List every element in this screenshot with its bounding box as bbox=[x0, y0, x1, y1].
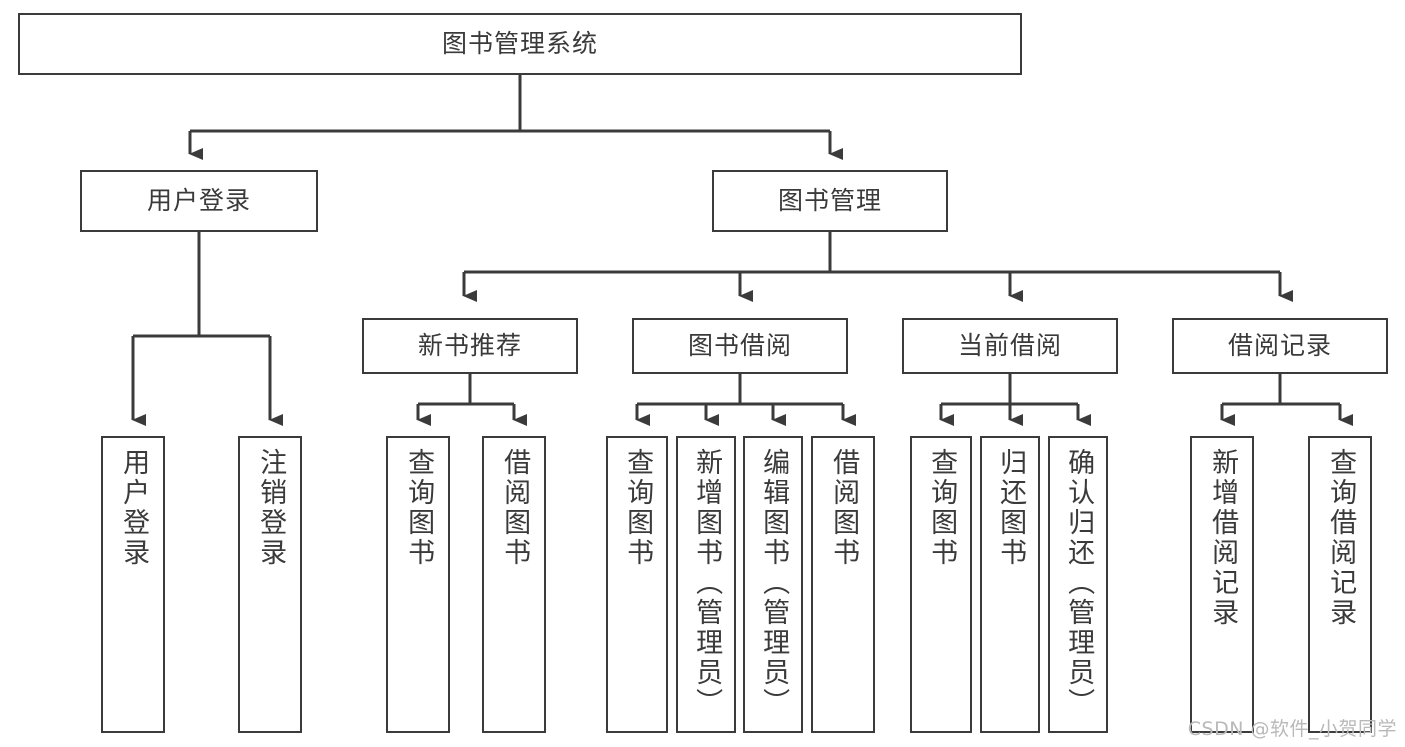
leaf-query-book-borrowing[interactable]: 查询图书 bbox=[606, 436, 668, 733]
node-root-book-management-system[interactable]: 图书管理系统 bbox=[18, 13, 1022, 75]
leaf-user-login[interactable]: 用户登录 bbox=[101, 436, 165, 733]
node-user-login[interactable]: 用户登录 bbox=[80, 170, 318, 232]
node-current-borrowing[interactable]: 当前借阅 bbox=[902, 318, 1118, 374]
node-label: 新增图书（管理员） bbox=[691, 448, 723, 718]
node-label: 新增借阅记录 bbox=[1207, 448, 1239, 628]
leaf-borrow-book-new-book[interactable]: 借阅图书 bbox=[482, 436, 546, 733]
node-label: 确认归还（管理员） bbox=[1063, 448, 1095, 718]
node-label: 查询图书 bbox=[403, 448, 435, 568]
csdn-watermark: CSDN @软件_小贺同学 bbox=[1187, 718, 1397, 740]
leaf-query-borrow-record[interactable]: 查询借阅记录 bbox=[1308, 436, 1372, 733]
node-label: 用户登录 bbox=[118, 448, 150, 568]
leaf-logout-login[interactable]: 注销登录 bbox=[238, 436, 302, 733]
node-label: 图书管理系统 bbox=[441, 29, 598, 58]
leaf-add-borrow-record[interactable]: 新增借阅记录 bbox=[1190, 436, 1254, 733]
leaf-return-book[interactable]: 归还图书 bbox=[980, 436, 1040, 733]
node-label: 查询图书 bbox=[926, 448, 958, 568]
leaf-add-book-admin[interactable]: 新增图书（管理员） bbox=[676, 436, 736, 733]
node-book-borrowing[interactable]: 图书借阅 bbox=[632, 318, 848, 374]
node-label: 编辑图书（管理员） bbox=[758, 448, 790, 718]
node-borrowing-record[interactable]: 借阅记录 bbox=[1172, 318, 1388, 374]
node-label: 查询借阅记录 bbox=[1325, 448, 1357, 628]
leaf-edit-book-admin[interactable]: 编辑图书（管理员） bbox=[743, 436, 803, 733]
leaf-borrow-book-borrowing[interactable]: 借阅图书 bbox=[811, 436, 875, 733]
node-label: 当前借阅 bbox=[957, 331, 1062, 360]
leaf-query-book-current[interactable]: 查询图书 bbox=[910, 436, 972, 733]
leaf-query-book-new-book[interactable]: 查询图书 bbox=[386, 436, 450, 733]
node-label: 借阅图书 bbox=[499, 448, 531, 568]
node-label: 新书推荐 bbox=[417, 331, 522, 360]
node-label: 借阅图书 bbox=[828, 448, 860, 568]
node-label: 注销登录 bbox=[255, 448, 287, 568]
node-label: 用户登录 bbox=[146, 186, 251, 215]
node-label: 查询图书 bbox=[622, 448, 654, 568]
node-label: 借阅记录 bbox=[1227, 331, 1332, 360]
node-label: 归还图书 bbox=[995, 448, 1027, 568]
leaf-confirm-return-admin[interactable]: 确认归还（管理员） bbox=[1048, 436, 1108, 733]
node-book-management[interactable]: 图书管理 bbox=[712, 170, 948, 232]
node-label: 图书管理 bbox=[777, 186, 882, 215]
node-new-book-recommendation[interactable]: 新书推荐 bbox=[362, 318, 578, 374]
node-label: 图书借阅 bbox=[687, 331, 792, 360]
